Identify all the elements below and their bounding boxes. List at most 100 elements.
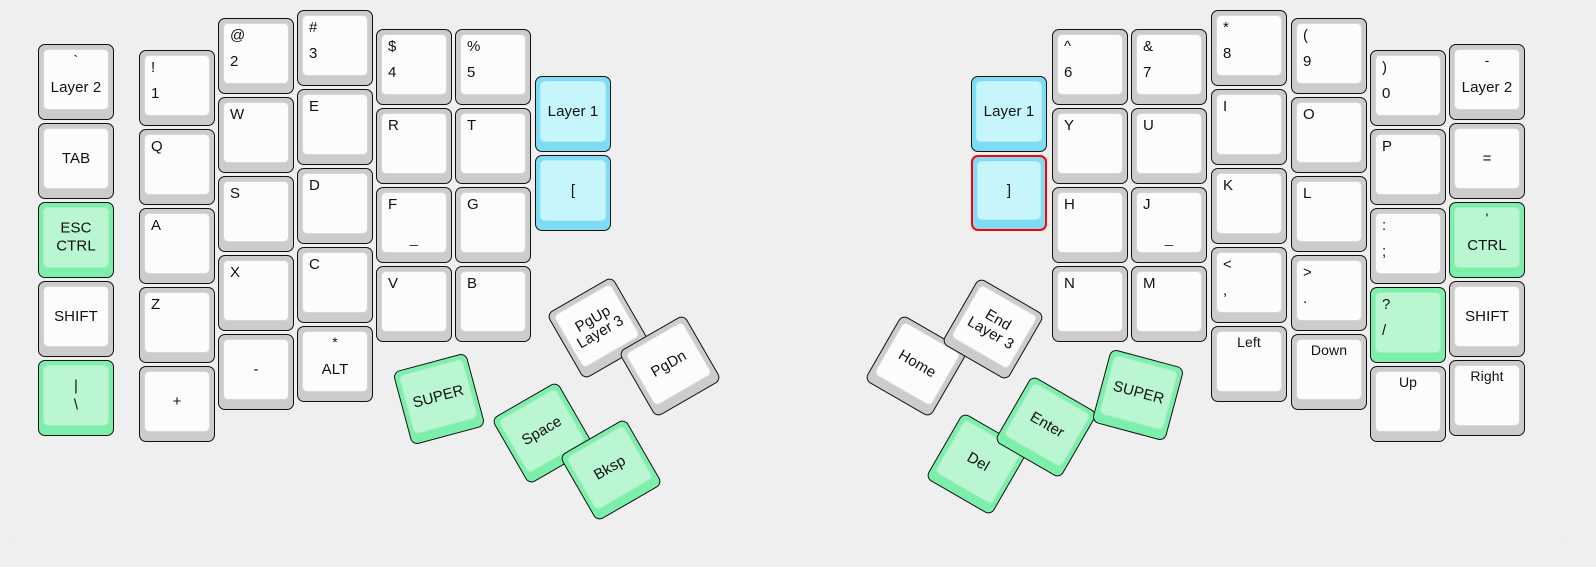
key-z[interactable]: Z [139,287,215,363]
key-i[interactable]: I [1211,89,1287,165]
key-left-arrow[interactable]: Left [1211,326,1287,402]
key-question-slash[interactable]: ?/ [1370,287,1446,363]
key-s[interactable]: S [218,176,294,252]
key-layer1-left[interactable]: Layer 1 [535,76,611,152]
key-pipe-backslash[interactable]: | \ [38,360,114,436]
key-c[interactable]: C [297,247,373,323]
key-bracket-right[interactable]: ] [971,155,1047,231]
key-right-arrow[interactable]: Right [1449,360,1525,436]
key-t[interactable]: T [455,108,531,184]
legend-top: < [1223,256,1232,273]
key-h[interactable]: H [1052,187,1128,263]
key-face: Y [1057,113,1123,174]
key-colon-semicolon[interactable]: :; [1370,208,1446,284]
key-minus-layer2[interactable]: -Layer 2 [1449,44,1525,120]
key-super-right[interactable]: SUPER [1091,348,1185,442]
legend-main: , [1223,281,1228,299]
legend-main: ALT [321,360,349,378]
key-face: A [144,213,210,274]
legend-main: [ [570,181,576,199]
key-d[interactable]: D [297,168,373,244]
key-r[interactable]: R [376,108,452,184]
legend-main: CTRL [1467,236,1507,254]
legend-main: N [1064,275,1075,292]
key-tab[interactable]: TAB [38,123,114,199]
legend-main: I [1223,98,1228,115]
key-comma[interactable]: <, [1211,247,1287,323]
key-up-arrow[interactable]: Up [1370,366,1446,442]
key-b[interactable]: B [455,266,531,342]
legend-top: > [1303,264,1312,281]
key-k[interactable]: K [1211,168,1287,244]
key-shift-left[interactable]: SHIFT [38,281,114,357]
key-layer1-right[interactable]: Layer 1 [971,76,1047,152]
legend-top: * [1223,19,1229,36]
legend-top: % [467,38,481,55]
key-minus[interactable]: - [218,334,294,410]
key-y[interactable]: Y [1052,108,1128,184]
key-e[interactable]: E [297,89,373,165]
key-l[interactable]: L [1291,176,1367,252]
key-face: M [1136,271,1202,332]
key-quote-ctrl[interactable]: 'CTRL [1449,202,1525,278]
key-j[interactable]: J_ [1131,187,1207,263]
key-face: %5 [460,34,526,95]
key-plus[interactable]: + [139,366,215,442]
key-u[interactable]: U [1131,108,1207,184]
key-q[interactable]: Q [139,129,215,205]
key-2[interactable]: @2 [218,18,294,94]
legend-main: J [1143,196,1151,213]
key-face: Layer 1 [976,81,1042,142]
key-7[interactable]: &7 [1131,29,1207,105]
key-a[interactable]: A [139,208,215,284]
key-6[interactable]: ^6 [1052,29,1128,105]
key-4[interactable]: $4 [376,29,452,105]
key-face: X [223,260,289,321]
legend-top: ` [73,52,79,68]
legend-main: Up [1398,374,1418,390]
key-face: TAB [43,128,109,189]
key-8[interactable]: *8 [1211,10,1287,86]
legend-top: * [332,334,338,350]
legend-top: - [1484,52,1490,68]
key-w[interactable]: W [218,97,294,173]
key-period[interactable]: >. [1291,255,1367,331]
key-alt-left[interactable]: * ALT [297,326,373,402]
legend-top: ( [1303,27,1309,44]
key-bracket-left[interactable]: [ [535,155,611,231]
key-3[interactable]: #3 [297,10,373,86]
key-down-arrow[interactable]: Down [1291,334,1367,410]
legend-main: ESC CTRL [56,218,96,255]
key-x[interactable]: X [218,255,294,331]
legend-main: Bksp [590,451,629,484]
legend-main: Down [1310,342,1348,358]
legend-main: = [1482,149,1492,167]
legend-main: 0 [1382,84,1391,102]
key-super-left[interactable]: SUPER [392,352,486,446]
legend-main: TAB [61,149,91,167]
legend-main: + [172,392,182,410]
key-o[interactable]: O [1291,97,1367,173]
key-1[interactable]: !1 [139,50,215,126]
key-m[interactable]: M [1131,266,1207,342]
key-9[interactable]: (9 [1291,18,1367,94]
key-esc-ctrl[interactable]: ESC CTRL [38,202,114,278]
legend-main: L [1303,185,1312,202]
key-face: SHIFT [43,286,109,347]
key-grave-layer2[interactable]: `Layer 2 [38,44,114,120]
key-equals[interactable]: = [1449,123,1525,199]
legend-main: R [388,117,399,134]
key-face: B [460,271,526,332]
key-v[interactable]: V [376,266,452,342]
key-f[interactable]: F_ [376,187,452,263]
key-p[interactable]: P [1370,129,1446,205]
legend-main: Left [1237,334,1261,350]
key-n[interactable]: N [1052,266,1128,342]
key-g[interactable]: G [455,187,531,263]
legend-main: 5 [467,63,476,81]
key-5[interactable]: %5 [455,29,531,105]
legend-main: E [309,98,320,115]
key-0[interactable]: )0 [1370,50,1446,126]
key-shift-right[interactable]: SHIFT [1449,281,1525,357]
legend-main: Right [1470,368,1504,384]
